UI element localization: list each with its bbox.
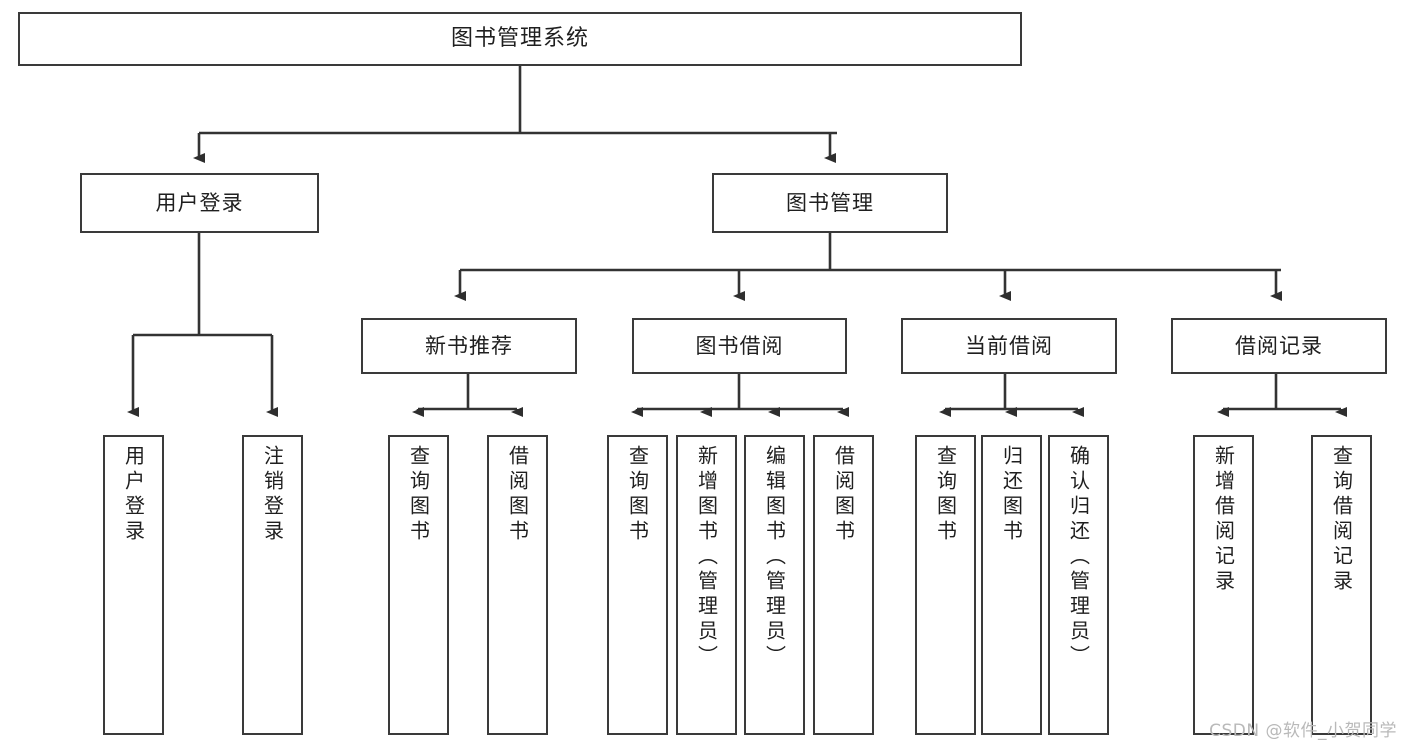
node-borrow-record[interactable]: 借阅记录 bbox=[1171, 318, 1387, 374]
node-leaf-user-logout[interactable]: 注销登录 bbox=[242, 435, 303, 735]
node-leaf-return-book-label: 归还图书 bbox=[999, 445, 1024, 545]
node-leaf-add-record[interactable]: 新增借阅记录 bbox=[1193, 435, 1254, 735]
node-leaf-query-book-1[interactable]: 查询图书 bbox=[388, 435, 449, 735]
node-leaf-query-book-3-label: 查询图书 bbox=[933, 445, 958, 545]
node-new-book-recommend-label: 新书推荐 bbox=[425, 333, 513, 358]
node-book-borrow[interactable]: 图书借阅 bbox=[632, 318, 847, 374]
node-leaf-add-book[interactable]: 新增图书（管理员） bbox=[676, 435, 737, 735]
node-leaf-confirm-return-label: 确认归还（管理员） bbox=[1066, 445, 1091, 670]
node-book-manage-label: 图书管理 bbox=[786, 190, 874, 215]
node-leaf-query-book-2-label: 查询图书 bbox=[625, 445, 650, 545]
node-current-borrow-label: 当前借阅 bbox=[965, 333, 1053, 358]
csdn-watermark: CSDN @软件_小贺同学 bbox=[1209, 721, 1397, 741]
node-root-label: 图书管理系统 bbox=[450, 26, 589, 52]
node-leaf-return-book[interactable]: 归还图书 bbox=[981, 435, 1042, 735]
node-book-borrow-label: 图书借阅 bbox=[695, 333, 784, 358]
node-leaf-query-record-label: 查询借阅记录 bbox=[1329, 445, 1354, 595]
node-leaf-borrow-book-2-label: 借阅图书 bbox=[831, 445, 856, 545]
node-user-login-label: 用户登录 bbox=[155, 190, 244, 215]
node-leaf-edit-book[interactable]: 编辑图书（管理员） bbox=[744, 435, 805, 735]
node-root[interactable]: 图书管理系统 bbox=[18, 12, 1022, 66]
node-leaf-borrow-book-1[interactable]: 借阅图书 bbox=[487, 435, 548, 735]
node-leaf-edit-book-label: 编辑图书（管理员） bbox=[762, 445, 787, 670]
node-leaf-confirm-return[interactable]: 确认归还（管理员） bbox=[1048, 435, 1109, 735]
node-leaf-borrow-book-1-label: 借阅图书 bbox=[505, 445, 530, 545]
node-leaf-user-login[interactable]: 用户登录 bbox=[103, 435, 164, 735]
node-leaf-add-book-label: 新增图书（管理员） bbox=[694, 445, 719, 670]
node-leaf-add-record-label: 新增借阅记录 bbox=[1211, 445, 1236, 595]
node-leaf-user-logout-label: 注销登录 bbox=[260, 445, 285, 545]
node-leaf-borrow-book-2[interactable]: 借阅图书 bbox=[813, 435, 874, 735]
node-leaf-query-book-3[interactable]: 查询图书 bbox=[915, 435, 976, 735]
node-borrow-record-label: 借阅记录 bbox=[1235, 333, 1323, 358]
node-leaf-query-record[interactable]: 查询借阅记录 bbox=[1311, 435, 1372, 735]
node-current-borrow[interactable]: 当前借阅 bbox=[901, 318, 1117, 374]
node-leaf-query-book-1-label: 查询图书 bbox=[406, 445, 431, 545]
node-user-login[interactable]: 用户登录 bbox=[80, 173, 319, 233]
node-book-manage[interactable]: 图书管理 bbox=[712, 173, 948, 233]
node-new-book-recommend[interactable]: 新书推荐 bbox=[361, 318, 577, 374]
node-leaf-query-book-2[interactable]: 查询图书 bbox=[607, 435, 668, 735]
node-leaf-user-login-label: 用户登录 bbox=[121, 445, 146, 545]
